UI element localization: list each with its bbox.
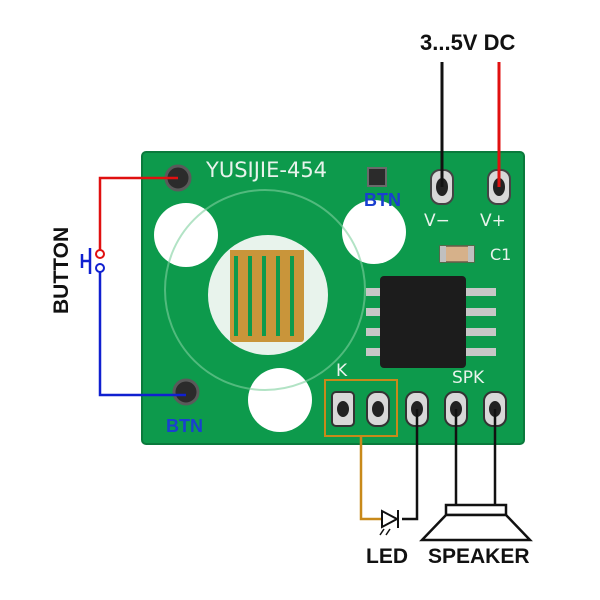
speaker-symbol	[419, 503, 533, 542]
wire-led-anode	[359, 436, 382, 521]
silkscreen-outline	[164, 189, 366, 391]
mounting-hole	[248, 368, 312, 432]
board-model-text: YUSIJIE-454	[205, 158, 327, 182]
button-label: BUTTON	[50, 227, 73, 314]
push-button-symbol	[80, 248, 105, 274]
k-label: K	[336, 361, 348, 381]
bottom-pads	[331, 391, 507, 427]
pcb-board	[141, 151, 525, 445]
btn-square-pad	[367, 167, 387, 187]
wire-red-button	[98, 176, 178, 254]
spk-label: SPK	[452, 368, 485, 388]
mounting-hole	[154, 203, 218, 267]
btn-label-top: BTN	[364, 190, 401, 210]
touch-sensor-pad	[208, 235, 328, 355]
wire-blue-button	[98, 268, 186, 397]
btn-pad-bottom	[172, 378, 200, 406]
speaker-label: SPEAKER	[428, 545, 530, 568]
c1-label: C1	[490, 245, 511, 264]
power-label: 3...5V DC	[420, 30, 515, 55]
btn-label-bottom: BTN	[166, 416, 203, 436]
led-label: LED	[366, 545, 408, 568]
v-plus-label: V+	[480, 211, 506, 231]
v-minus-label: V−	[424, 211, 450, 231]
mounting-hole	[342, 200, 406, 264]
wire-led-cathode	[402, 409, 419, 521]
led-diode-symbol	[379, 509, 400, 536]
ic-chip	[366, 276, 496, 368]
